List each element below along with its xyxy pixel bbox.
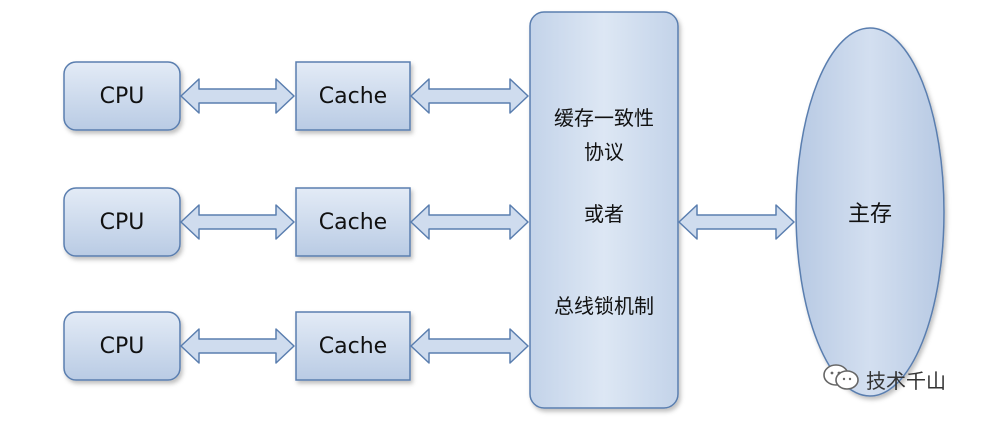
bus-label-line-2: 协议 [584,140,624,164]
arrow-cpu-cache-1 [180,78,295,114]
cache-box-2 [295,187,411,257]
arrow-cpu-cache-2 [180,204,295,240]
bus-label-line-1: 缓存一致性 [554,106,654,130]
bus-label-line-4: 总线锁机制 [554,294,654,318]
arrow-cache-bus-3 [410,328,529,364]
memory-oval [795,27,945,397]
cpu-box-2 [63,187,181,257]
bus-box [529,11,679,409]
cpu-box-3 [63,311,181,381]
arrow-cpu-cache-3 [180,328,295,364]
cache-box-1 [295,61,411,131]
cpu-box-1 [63,61,181,131]
wechat-icon [822,363,860,396]
arrow-cache-bus-2 [410,204,529,240]
arrow-bus-memory [678,204,795,240]
arrow-cache-bus-1 [410,78,529,114]
watermark-text: 技术千山 [866,368,946,393]
watermark: 技术千山 [822,363,946,396]
bus-label-line-3: 或者 [584,202,624,226]
cache-box-3 [295,311,411,381]
